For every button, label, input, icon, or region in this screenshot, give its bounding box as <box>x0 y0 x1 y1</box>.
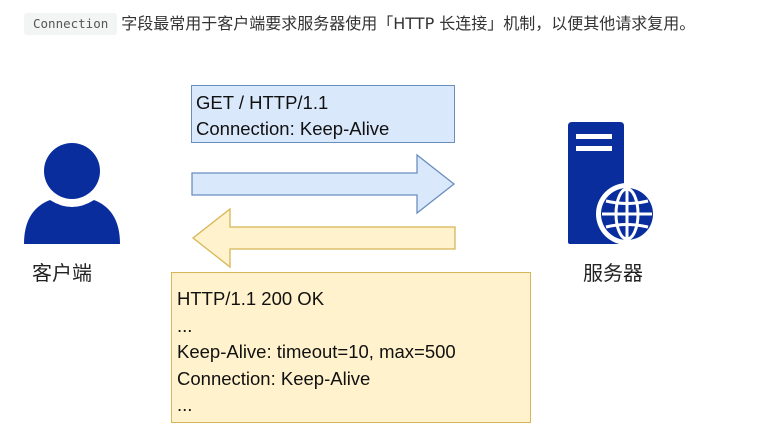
request-arrow <box>191 153 456 215</box>
request-line-2: Connection: Keep-Alive <box>196 118 390 139</box>
response-line-1: HTTP/1.1 200 OK <box>177 288 325 309</box>
user-icon <box>24 143 120 244</box>
response-line-4: Connection: Keep-Alive <box>177 367 371 389</box>
response-line-5: ... <box>177 394 193 415</box>
server-label: 服务器 <box>583 261 643 285</box>
intro-text: 字段最常用于客户端要求服务器使用「HTTP 长连接」机制，以便其他请求复用。 <box>121 14 696 33</box>
response-line-3: Keep-Alive: timeout=10, max=500 <box>177 341 456 362</box>
response-line-2: ... <box>177 314 193 336</box>
response-arrow <box>191 207 456 269</box>
response-box: HTTP/1.1 200 OK ... Keep-Alive: timeout=… <box>171 272 531 423</box>
request-box: GET / HTTP/1.1 Connection: Keep-Alive <box>191 85 455 143</box>
client-label: 客户端 <box>32 261 92 285</box>
request-line-1: GET / HTTP/1.1 <box>196 92 329 113</box>
server-globe-icon <box>568 122 658 245</box>
connection-code: Connection <box>24 13 118 35</box>
